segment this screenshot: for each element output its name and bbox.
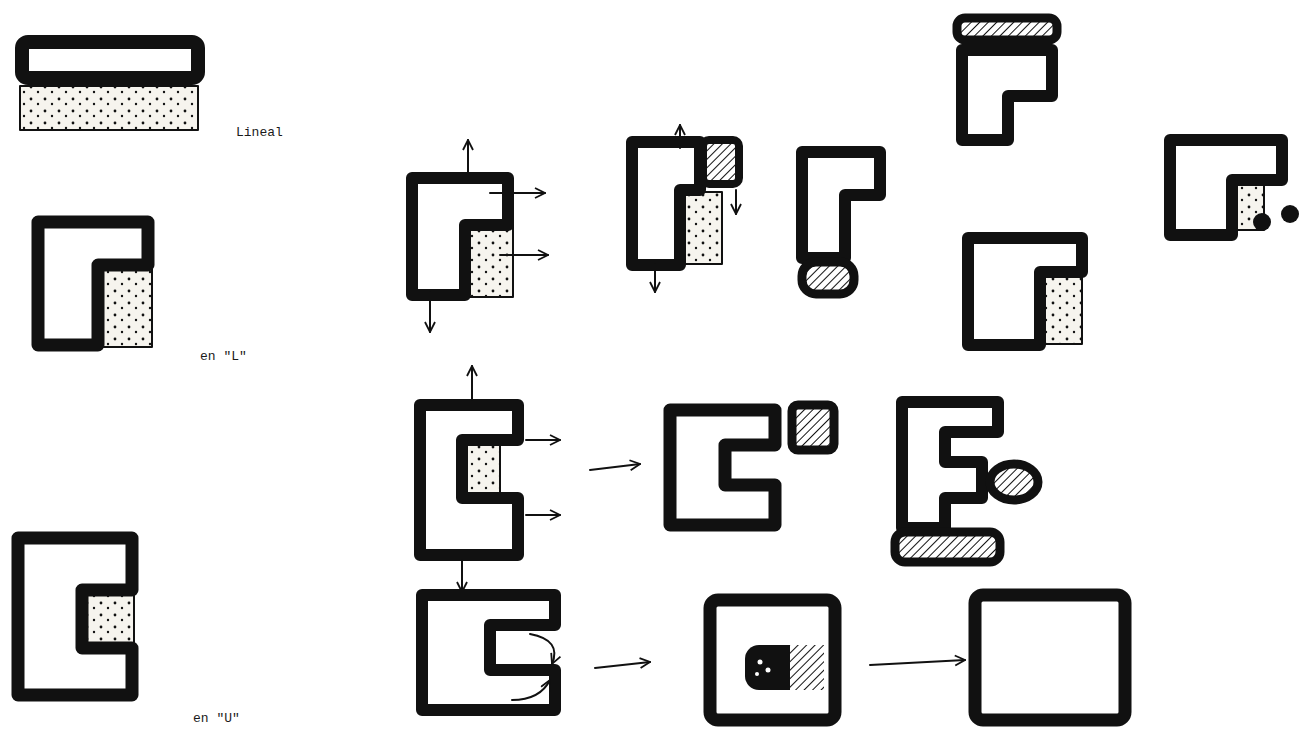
l-variant <box>957 18 1057 140</box>
l-growth <box>412 140 548 332</box>
closed-block <box>975 595 1125 720</box>
typology-label: en "U" <box>193 711 240 727</box>
growth-arrow <box>430 140 548 332</box>
linear-block <box>20 42 198 130</box>
typology-label: en "L" <box>200 349 247 365</box>
u-growth <box>420 366 640 592</box>
u-block <box>18 538 134 695</box>
l-block <box>38 222 152 347</box>
u-variant <box>670 405 834 525</box>
growth-arrow <box>462 366 640 592</box>
l-variant <box>968 238 1082 345</box>
l-variant <box>632 125 739 292</box>
u-closing <box>422 595 965 710</box>
l-variant <box>1170 140 1299 235</box>
growth-arrow <box>655 125 736 292</box>
u-variant <box>895 402 1038 562</box>
typology-label: Lineal <box>236 125 283 141</box>
l-variant <box>802 152 880 294</box>
courtyard-block <box>710 600 835 720</box>
